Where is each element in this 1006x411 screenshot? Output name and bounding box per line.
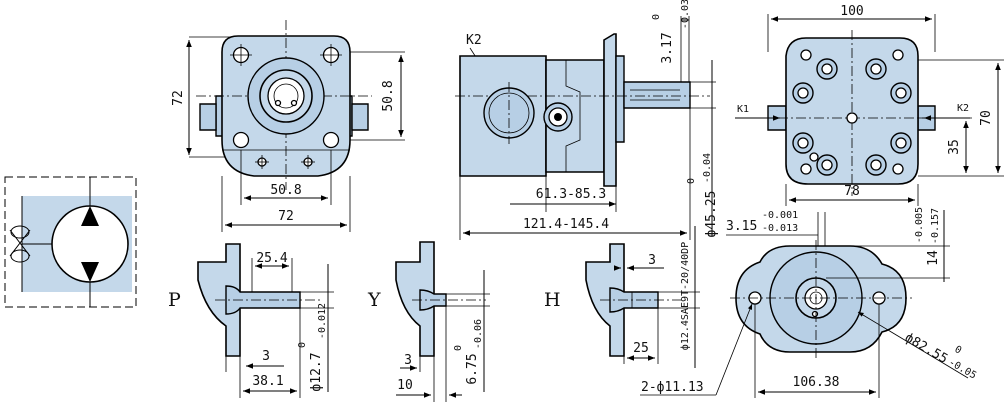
flange-dim-bolt-spacing: 106.38 [793,375,840,390]
side-dim-range-1: 61.3-85.3 [536,187,606,202]
front-view: 72 50.8 50.8 [171,20,405,232]
svg-text:-0.013: -0.013 [762,223,798,234]
front-shaft [267,77,305,115]
svg-text:-0.157: -0.157 [930,208,941,244]
svg-text:-0.03: -0.03 [680,0,691,29]
shaft-y-flange [395,241,435,357]
shaft-end-h: H 3 25 ф12.4SAE9T-20/40DP [544,226,700,368]
shaft-p-label: P [168,289,181,311]
shaft-y-dim-key: 3 [404,353,412,368]
svg-text:0: 0 [953,344,964,357]
shaft-p-dim-key: 3 [262,349,270,364]
shaft-h-dim-len: 3 [648,253,656,268]
shaft-h-dim-total: 25 [633,341,649,356]
side-shaft [623,81,691,109]
shaft-end-y: Y 3 10 6.75 0 -0.06 [367,241,490,402]
flange-view: 3.15 -0.001 -0.013 14 -0.005 -0.157 ф82.… [640,207,978,398]
symbol-frame [4,176,137,308]
rear-view: 100 K1 K2 70 [735,4,1004,206]
shaft-h-label: H [544,289,561,311]
svg-text:0: 0 [453,345,464,351]
svg-text:-0.04: -0.04 [702,153,713,183]
svg-text:0: 0 [651,14,662,20]
svg-text:-0.05: -0.05 [947,357,979,382]
flange-dim-key-depth: 14 [926,250,941,266]
inlet-triangle [81,262,99,282]
front-dim-width: 72 [278,209,294,224]
shaft-p-dim-len: 25.4 [256,251,287,266]
front-bolt-hole [322,131,340,149]
svg-text:0: 0 [686,178,697,184]
side-dim-key: 3.17 [660,32,675,63]
rear-dim-bottom: 78 [844,184,860,199]
front-dim-height: 72 [171,90,186,106]
svg-text:-0.012: -0.012 [317,303,328,339]
shaft-y-dim-dia: 6.75 [465,353,480,384]
rear-dim-offset: 35 [947,139,962,155]
flange-dim-key-width: 3.15 [726,219,757,234]
outlet-triangle [81,206,99,226]
svg-text:-0.06: -0.06 [473,319,484,349]
front-dim-bolt-v: 50.8 [381,80,396,111]
shaft-y-dim-total: 10 [397,378,413,393]
svg-text:-0.005: -0.005 [914,207,925,243]
rear-port-k2: K2 [957,103,969,114]
shaft-p-dim-dia: ф12.7 [309,352,324,391]
hydraulic-symbol [4,176,137,308]
svg-text:0: 0 [297,342,308,348]
side-dim-range-2: 121.4-145.4 [523,217,609,232]
svg-text:-0.001: -0.001 [762,210,798,221]
rear-dim-height: 70 [979,110,994,126]
side-port-k2: K2 [466,33,482,48]
rear-port-k1: K1 [737,104,749,115]
shaft-p-dim-total: 38.1 [252,374,283,389]
rear-dim-width: 100 [840,4,863,19]
front-dim-bolt-h: 50.8 [270,183,301,198]
flange-dim-bolt-holes: 2-ф11.13 [641,380,704,395]
shaft-end-p: P 25.4 3 38.1 ф12.7 0 -0.012 [168,243,334,398]
side-dim-shaft-dia: ф45.25 [704,191,719,238]
flange-dim-pilot: ф82.55 [902,330,950,366]
side-view: K2 3.17 0 -0.03 ф45.25 0 -0.04 61.3-85.3 [455,0,719,240]
shaft-y-label: Y [367,289,381,311]
shaft-h-dim-spline: ф12.4SAE9T-20/40DP [679,242,691,350]
front-bolt-hole [232,131,250,149]
